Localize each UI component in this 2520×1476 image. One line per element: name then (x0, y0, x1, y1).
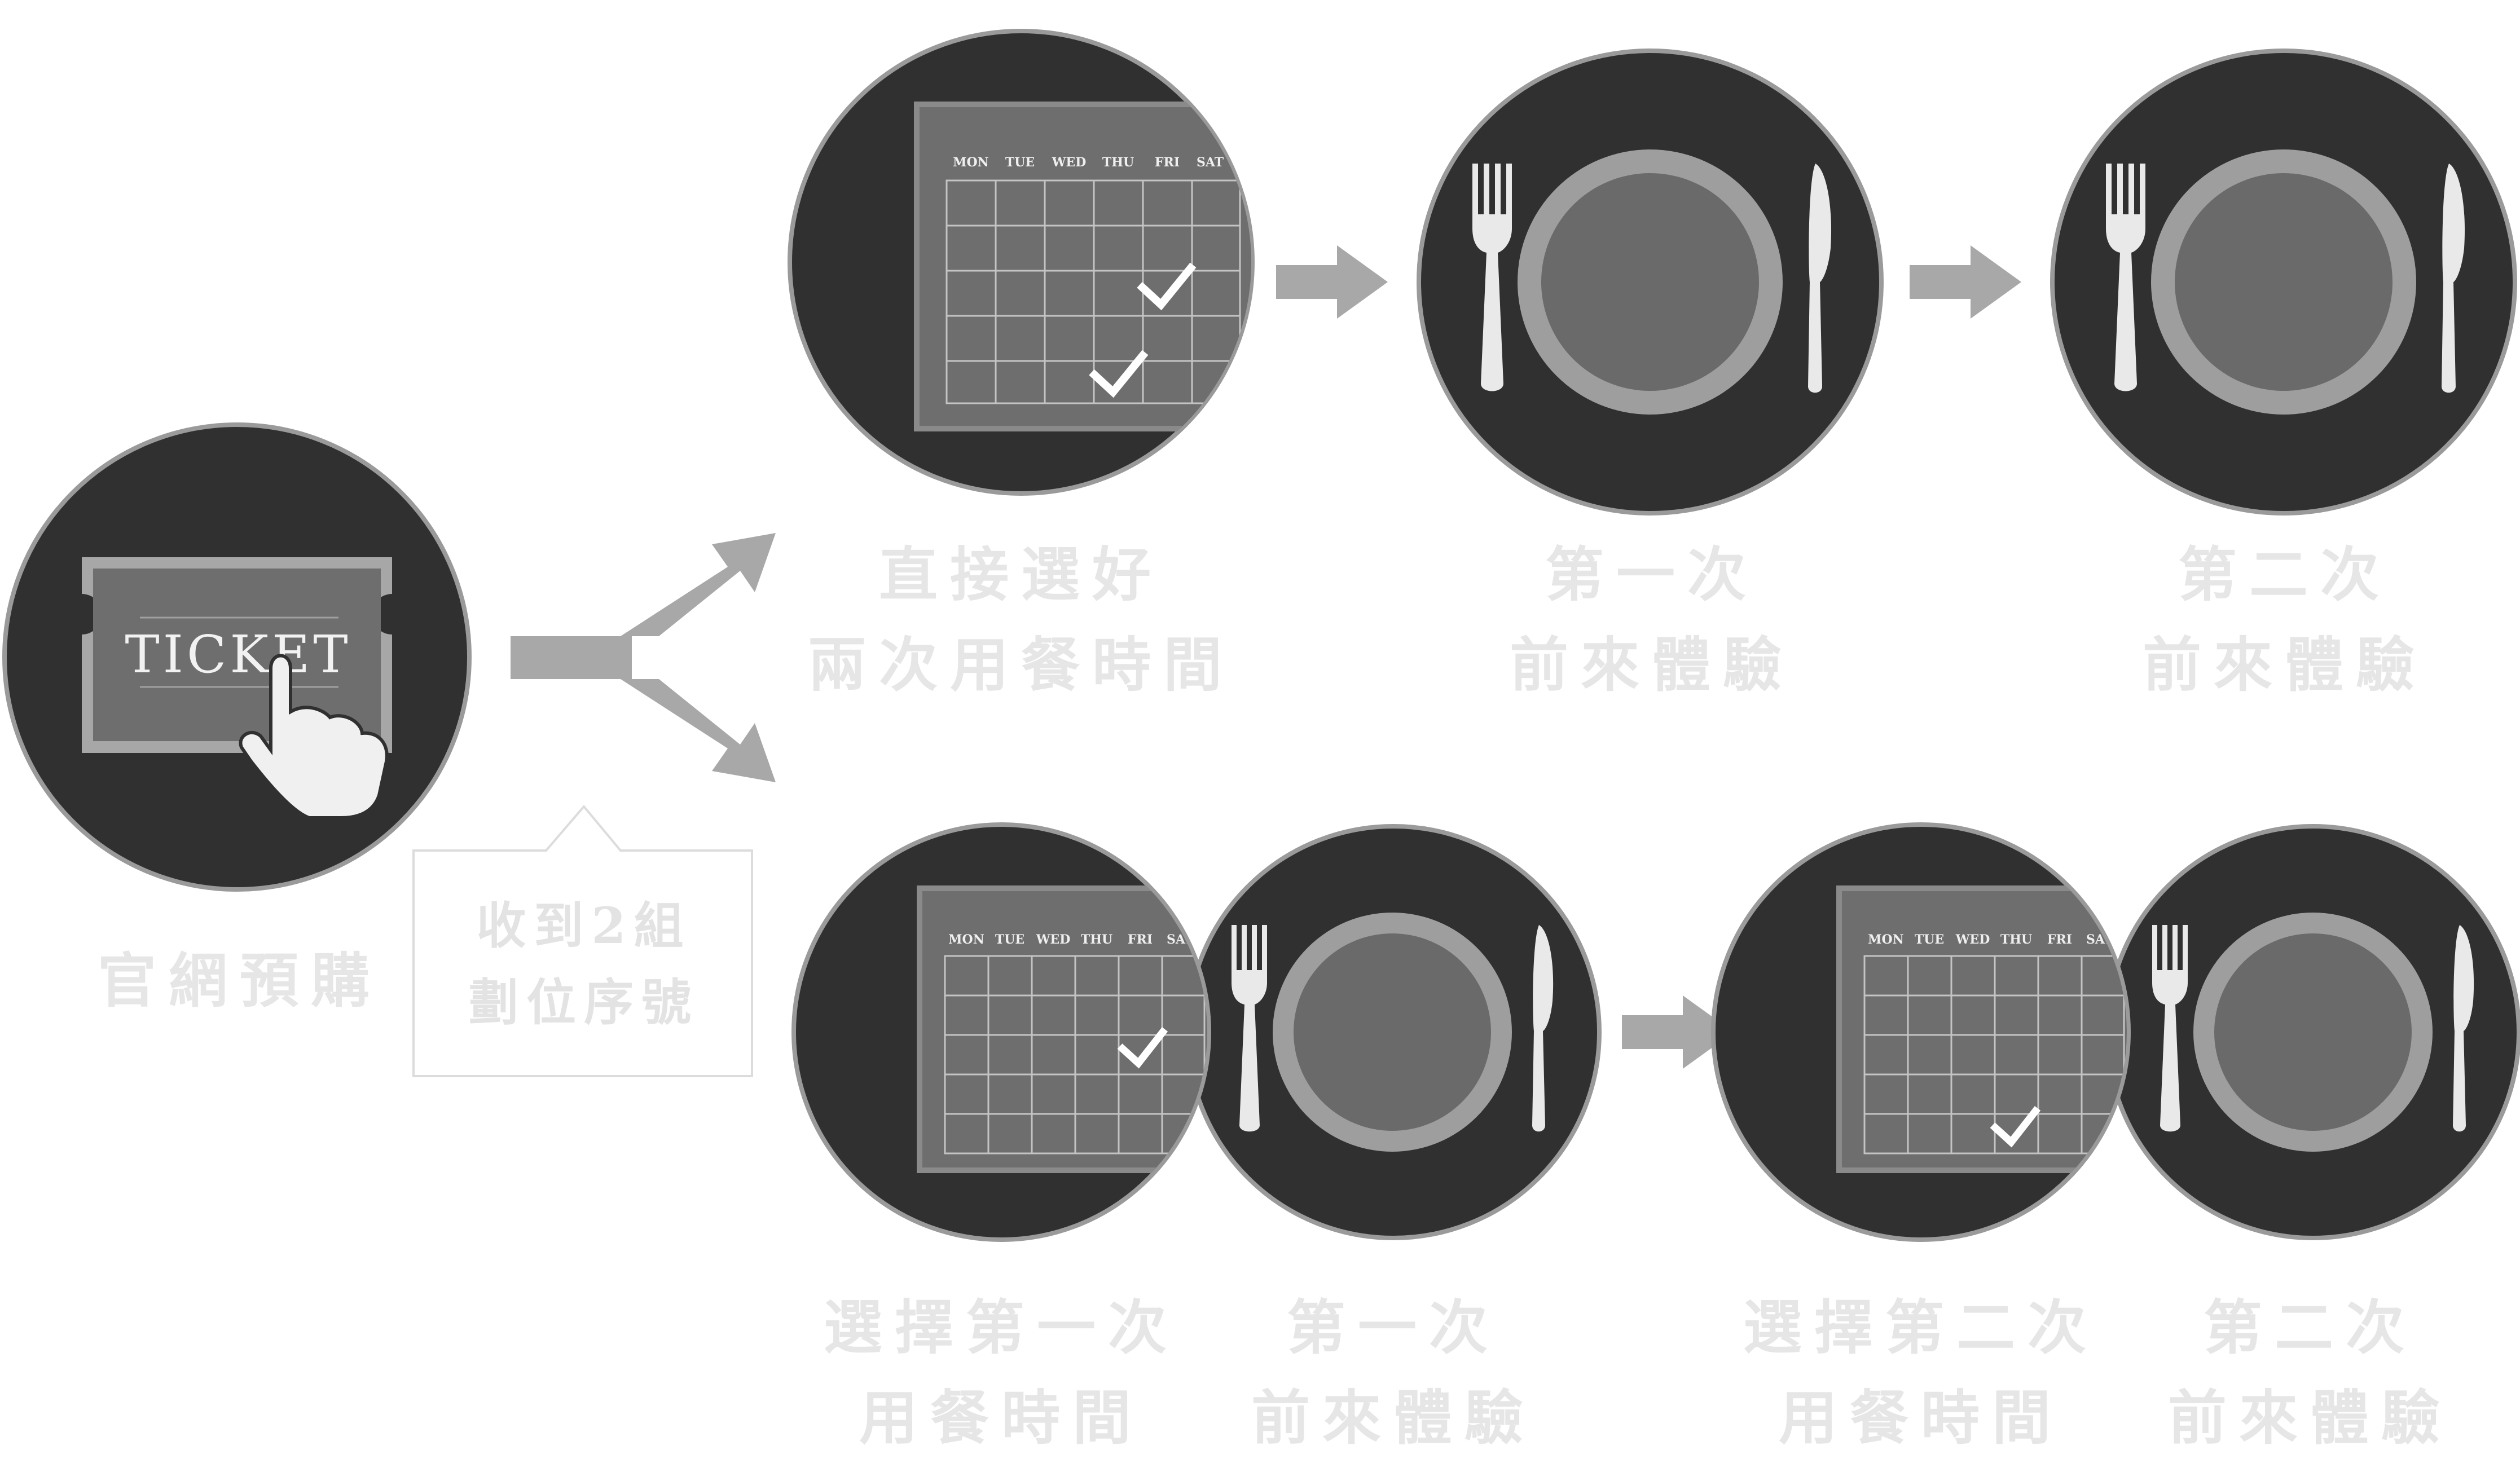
weekday-label: MON (953, 155, 989, 170)
step-caption-line2: 用餐時間 (1779, 1383, 2063, 1452)
weekday-label: MON (1868, 932, 1904, 947)
arrow-right (1622, 995, 1734, 1069)
arrow-right (1276, 245, 1388, 319)
note-line2: 劃位序號 (469, 973, 699, 1032)
calendar-icon (1836, 885, 2127, 1173)
note-line1: 收到2組 (476, 896, 691, 955)
step-caption-line2: 前來體驗 (2168, 1383, 2452, 1452)
weekday-label: TUE (1915, 932, 1944, 947)
knife-icon (2442, 164, 2465, 393)
pointing-hand-icon (239, 654, 389, 819)
knife-icon (1532, 925, 1554, 1132)
step-caption-line1: 第二次 (2204, 1293, 2417, 1362)
fork-icon (1232, 925, 1267, 1132)
weekday-label: FRI (1128, 932, 1153, 947)
weekday-label: WED (1955, 932, 1990, 947)
top-calendar-step: MON TUE WED THU FRI SAT 直接選好 兩次用餐時間 (788, 29, 1255, 699)
weekday-label: SAT (1197, 155, 1224, 170)
knife-icon (2453, 925, 2474, 1132)
fork-icon (1472, 164, 1512, 391)
step-caption-line2: 前來體驗 (2143, 630, 2427, 699)
weekday-label: FRI (2047, 932, 2072, 947)
calendar-grid (1863, 955, 2125, 1155)
fork-icon (2152, 925, 2188, 1132)
calendar-icon (917, 885, 1207, 1173)
calendar-grid (944, 955, 1206, 1155)
ticket-step: TICKET 官網預購 (2, 422, 472, 1015)
fork-icon (2106, 164, 2145, 391)
weekday-label: THU (2000, 932, 2032, 947)
bottom-second-calendar-step: MON TUE WED THU FRI SAT 選擇第二次 用餐時間 (1711, 822, 2131, 1452)
arrow-right (1910, 245, 2021, 319)
checkmark-icon (1137, 262, 1197, 311)
weekday-label: TUE (995, 932, 1024, 947)
ticket-icon: TICKET (82, 557, 392, 753)
bottom-second-visit-step: 第二次 前來體驗 (2105, 824, 2520, 1452)
step-caption-line1: 直接選好 (879, 540, 1163, 609)
top-second-visit-step: 第二次 前來體驗 (2050, 49, 2517, 699)
weekday-label: THU (1081, 932, 1112, 947)
step-caption-line1: 第一次 (1287, 1293, 1500, 1362)
bottom-first-calendar-step: MON TUE WED THU FRI SAT 選擇第一次 用餐時間 (791, 822, 1211, 1452)
serial-note: 收到2組 劃位序號 (412, 804, 753, 1077)
knife-icon (1808, 164, 1832, 393)
step-caption-line2: 用餐時間 (859, 1383, 1144, 1452)
step-caption-line1: 第一次 (1545, 540, 1758, 609)
start-caption: 官網預購 (98, 946, 382, 1015)
step-caption-line1: 選擇第一次 (824, 1293, 1179, 1362)
bottom-first-visit-step: 第一次 前來體驗 (1185, 824, 1602, 1452)
weekday-label: FRI (1155, 155, 1180, 170)
weekday-label: MON (948, 932, 984, 947)
step-caption-line2: 兩次用餐時間 (808, 630, 1234, 699)
weekday-label: TUE (1005, 155, 1035, 170)
ticket-label: TICKET (125, 624, 351, 685)
checkmark-icon (1117, 1026, 1168, 1069)
checkmark-icon (1089, 350, 1149, 398)
step-caption-line2: 前來體驗 (1251, 1383, 1536, 1452)
step-caption-line1: 選擇第二次 (1743, 1293, 2099, 1362)
weekday-label: WED (1052, 155, 1087, 170)
weekday-label: THU (1102, 155, 1134, 170)
step-caption-line2: 前來體驗 (1510, 630, 1794, 699)
top-first-visit-step: 第一次 前來體驗 (1417, 49, 1884, 699)
calendar-icon (914, 102, 1251, 431)
branch-arrow (511, 533, 776, 782)
step-caption-line1: 第二次 (2178, 540, 2391, 609)
weekday-label: WED (1036, 932, 1071, 947)
weekday-labels: MON TUE WED THU FRI SAT (953, 155, 1224, 170)
checkmark-icon (1990, 1105, 2041, 1148)
